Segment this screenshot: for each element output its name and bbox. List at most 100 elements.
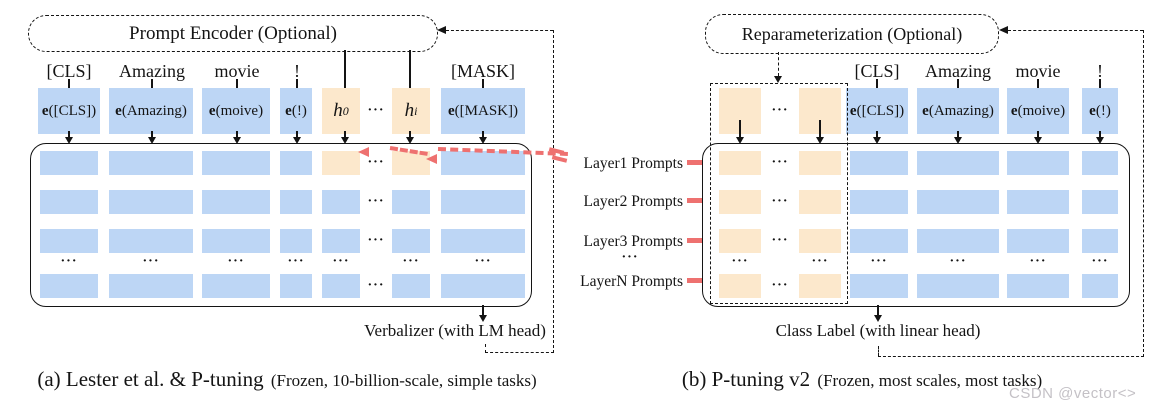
ellipsis: ··· bbox=[771, 278, 789, 293]
embedding-e: e bbox=[208, 102, 216, 119]
arrow-token-mask bbox=[482, 79, 484, 96]
embedding-arg: (!) bbox=[1095, 102, 1111, 119]
ellipsis: ··· bbox=[227, 254, 245, 269]
embedding-e: e bbox=[41, 102, 49, 119]
arrow-emb-transformer bbox=[344, 131, 346, 137]
transformer-cell bbox=[202, 151, 270, 175]
transformer-cell bbox=[917, 274, 999, 298]
transformer-cell bbox=[280, 151, 312, 175]
caption-b-main: (b) P-tuning v2 bbox=[681, 367, 811, 391]
token-label-amazing-b: Amazing bbox=[925, 61, 991, 81]
ellipsis: ··· bbox=[949, 254, 967, 269]
arrow-token-amazing bbox=[151, 79, 153, 96]
feedback-line-right-a bbox=[553, 30, 554, 353]
ellipsis: ··· bbox=[60, 254, 78, 269]
caption-a: (a) Lester et al. & P-tuning (Frozen, 10… bbox=[37, 367, 536, 392]
ellipsis: ··· bbox=[1091, 254, 1109, 269]
prompt-encoder-label: Prompt Encoder (Optional) bbox=[129, 22, 337, 44]
feedback-line-bottom-b bbox=[878, 356, 1144, 357]
transformer-cell bbox=[40, 190, 98, 214]
transformer-cell bbox=[1082, 151, 1118, 175]
transformer-cell bbox=[1007, 151, 1069, 175]
ellipsis-prompt-gap: ··· bbox=[771, 103, 789, 118]
transformer-cell bbox=[917, 229, 999, 253]
embedding-e: e bbox=[1010, 102, 1018, 119]
ellipsis: ··· bbox=[771, 194, 789, 209]
arrow-emb-transformer bbox=[236, 131, 238, 137]
arrow-emb-transformer bbox=[409, 131, 411, 137]
arrow-emb-transformer bbox=[876, 131, 878, 137]
transformer-cell bbox=[202, 274, 270, 298]
h-base: h bbox=[333, 100, 343, 121]
transformer-cell bbox=[917, 151, 999, 175]
embedding-e: e bbox=[115, 102, 122, 119]
pink-arrow-layer2 bbox=[687, 198, 708, 203]
verbalizer-label: Verbalizer (with LM head) bbox=[364, 321, 546, 340]
embedding-box-movie-b: e(moive) bbox=[1007, 88, 1069, 134]
ellipsis: ··· bbox=[474, 254, 492, 269]
prompt-cell bbox=[799, 274, 841, 298]
pink-arrow-layern bbox=[687, 278, 708, 283]
arrow-emb-transformer bbox=[957, 131, 959, 137]
layer1-prompts-label: Layer1 Prompts bbox=[583, 155, 683, 172]
h-base: h bbox=[404, 100, 415, 121]
embedding-box-movie: e(moive) bbox=[202, 88, 270, 134]
transformer-cell bbox=[441, 190, 525, 214]
pink-cross-mark bbox=[551, 155, 568, 163]
token-label-amazing: Amazing bbox=[119, 61, 185, 81]
csdn-watermark: CSDN @vector<> bbox=[1009, 385, 1137, 402]
arrow-prompt-transformer bbox=[739, 120, 741, 137]
embedding-box-amazing: e(Amazing) bbox=[109, 88, 193, 134]
transformer-cell bbox=[109, 229, 193, 253]
caption-a-sub: (Frozen, 10-billion-scale, simple tasks) bbox=[270, 371, 537, 390]
prompt-cell bbox=[392, 151, 430, 175]
arrow-token-excl-b bbox=[1099, 79, 1101, 96]
caption-b: (b) P-tuning v2 (Frozen, most scales, mo… bbox=[682, 367, 1042, 392]
embedding-e: e bbox=[448, 102, 455, 119]
layer2-prompts-label: Layer2 Prompts bbox=[583, 193, 683, 210]
transformer-cell bbox=[322, 229, 360, 253]
transformer-cell bbox=[322, 274, 360, 298]
transformer-cell bbox=[392, 274, 430, 298]
arrow-token-cls bbox=[68, 79, 70, 96]
ellipsis: ··· bbox=[771, 233, 789, 248]
transformer-cell bbox=[1007, 274, 1069, 298]
deep-prompts-box bbox=[710, 83, 848, 304]
arrow-token-movie bbox=[236, 79, 238, 96]
token-label-cls-b: [CLS] bbox=[854, 61, 900, 81]
embedding-arg: (Amazing) bbox=[928, 102, 994, 119]
feedback-line-top-b bbox=[1008, 30, 1143, 31]
token-label-excl-b: ! bbox=[1097, 61, 1103, 81]
arrow-token-movie-b bbox=[1037, 79, 1039, 96]
transformer-cell bbox=[392, 229, 430, 253]
embedding-e: e bbox=[849, 102, 857, 119]
arrow-prompt-transformer bbox=[819, 120, 821, 137]
ellipsis-layers: ··· bbox=[621, 250, 639, 265]
arrow-token-excl bbox=[296, 79, 298, 96]
embedding-e: e bbox=[922, 102, 929, 119]
embedding-box-amazing-b: e(Amazing) bbox=[917, 88, 999, 134]
transformer-cell bbox=[850, 229, 908, 253]
prompt-cell bbox=[799, 151, 841, 175]
token-label-cls: [CLS] bbox=[46, 61, 92, 81]
pink-arrowhead-hi bbox=[426, 154, 437, 164]
embedding-box-mask: e([MASK]) bbox=[441, 88, 525, 134]
transformer-cell bbox=[109, 274, 193, 298]
transformer-cell bbox=[109, 190, 193, 214]
ellipsis: ··· bbox=[870, 254, 888, 269]
arrow-encoder-hi bbox=[409, 50, 411, 91]
embedding-arg: (Amazing) bbox=[121, 102, 187, 119]
pink-arrow-layer3 bbox=[687, 238, 708, 243]
transformer-cell bbox=[1007, 190, 1069, 214]
transformer-cell bbox=[441, 229, 525, 253]
ellipsis: ··· bbox=[731, 254, 749, 269]
layer3-prompts-label: Layer3 Prompts bbox=[583, 233, 683, 250]
prompt-encoder-box: Prompt Encoder (Optional) bbox=[28, 15, 438, 52]
arrow-emb-transformer bbox=[151, 131, 153, 137]
h-sub: 0 bbox=[342, 103, 349, 118]
embedding-arg: ([CLS]) bbox=[856, 102, 905, 119]
feedback-line-top-a bbox=[446, 30, 553, 31]
feedback-arrowhead-left-a bbox=[437, 26, 446, 34]
embedding-box-excl: e(!) bbox=[280, 88, 312, 134]
